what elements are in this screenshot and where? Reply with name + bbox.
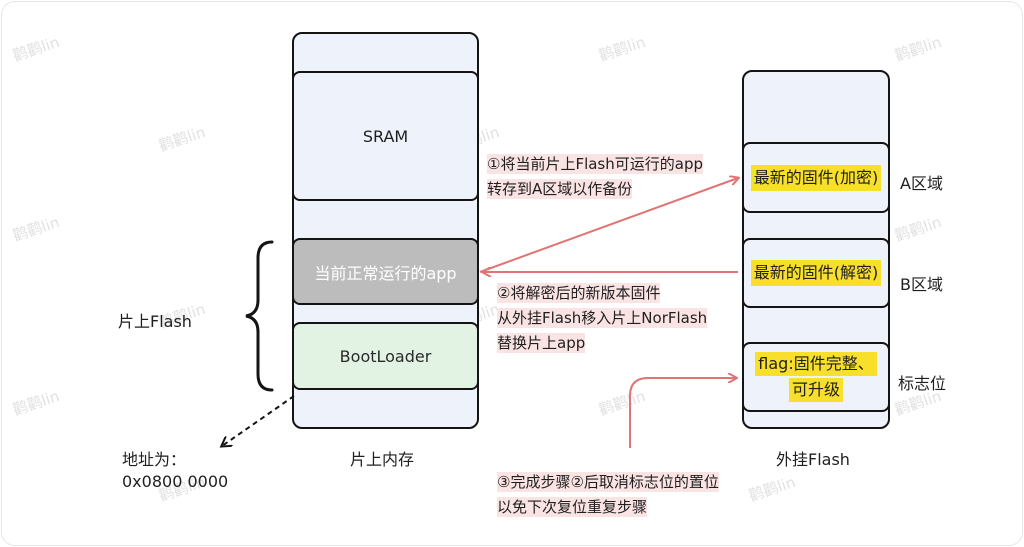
flag-content-line1: flag:固件完整、 (755, 352, 877, 376)
address-label: 地址为： (122, 450, 187, 469)
address-pointer (222, 395, 295, 446)
step3-line1: ③完成步骤②后取消标志位的置位 (497, 472, 719, 492)
current-app-label: 当前正常运行的app (314, 263, 457, 283)
region-b-block: 最新的固件(解密) (742, 238, 890, 308)
flag-label: 标志位 (898, 374, 947, 393)
step1-arrow (479, 178, 738, 273)
region-b-label: B区域 (900, 275, 943, 294)
step3-arrow (629, 378, 736, 448)
region-b-content: 最新的固件(解密) (750, 260, 882, 286)
step1-note: ①将当前片上Flash可运行的app 转存到A区域以作备份 (487, 152, 703, 202)
address-value: 0x0800 0000 (122, 472, 229, 491)
step3-note: ③完成步骤②后取消标志位的置位 以免下次复位重复步骤 (497, 470, 719, 520)
flag-block: flag:固件完整、 可升级 (742, 342, 890, 412)
onchip-flash-brace (245, 240, 274, 392)
step3-line2: 以免下次复位重复步骤 (497, 497, 648, 517)
step2-line3: 替换片上app (497, 333, 586, 353)
bootloader-label: BootLoader (339, 346, 432, 366)
step1-line2: 转存到A区域以作备份 (487, 179, 633, 199)
internal-memory-caption: 片上内存 (350, 450, 415, 469)
bootloader-block: BootLoader (292, 322, 479, 390)
region-a-label: A区域 (900, 174, 943, 193)
step2-line2: 从外挂Flash移入片上NorFlash (497, 308, 708, 328)
sram-label: SRAM (362, 126, 409, 146)
sram-block: SRAM (292, 71, 479, 201)
step2-note: ②将解密后的新版本固件 从外挂Flash移入片上NorFlash 替换片上app (497, 281, 708, 356)
region-a-block: 最新的固件(加密) (742, 142, 890, 213)
region-a-content: 最新的固件(加密) (750, 164, 882, 191)
onchip-flash-label: 片上Flash (118, 312, 192, 331)
current-app-block: 当前正常运行的app (292, 238, 479, 305)
step2-line1: ②将解密后的新版本固件 (497, 283, 661, 303)
flag-content-line2: 可升级 (788, 378, 843, 402)
external-flash-caption: 外挂Flash (776, 450, 850, 469)
step1-line1: ①将当前片上Flash可运行的app (487, 154, 703, 174)
